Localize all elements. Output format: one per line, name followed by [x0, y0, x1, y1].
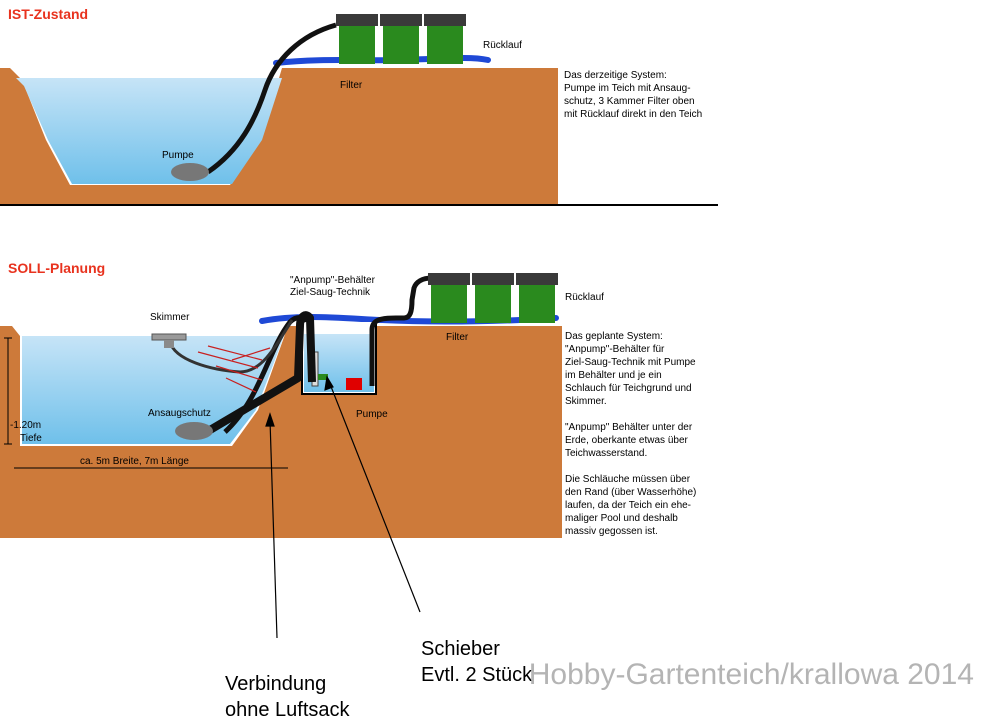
ist-description: Das derzeitige System: Pumpe im Teich mi…	[564, 70, 702, 120]
svg-text:Das geplante System:: Das geplante System:	[565, 331, 663, 342]
soll-ansaugschutz	[175, 422, 213, 440]
svg-text:"Anpump" Behälter unter der: "Anpump" Behälter unter der	[565, 422, 693, 433]
svg-text:Teichwasserstand.: Teichwasserstand.	[565, 448, 647, 459]
soll-pumpe-label: Pumpe	[356, 409, 388, 420]
soll-title: SOLL-Planung	[8, 260, 105, 276]
anpump-pump	[346, 378, 362, 390]
verbindung-line1: Verbindung	[225, 673, 326, 695]
soll-water	[22, 336, 284, 444]
soll-earth	[0, 326, 562, 538]
verbindung-line2: ohne Luftsack	[225, 699, 351, 721]
svg-text:schutz, 3 Kammer Filter oben: schutz, 3 Kammer Filter oben	[564, 96, 695, 107]
watermark: Hobby-Gartenteich/krallowa 2014	[529, 658, 974, 691]
annotation-arrows	[265, 375, 421, 639]
ist-filter-label: Filter	[340, 80, 363, 91]
svg-text:laufen, da der Teich ein ehe-: laufen, da der Teich ein ehe-	[565, 500, 691, 511]
svg-text:"Anpump"-Behälter für: "Anpump"-Behälter für	[565, 344, 665, 355]
soll-filter	[428, 273, 558, 323]
svg-text:Erde, oberkante etwas über: Erde, oberkante etwas über	[565, 435, 689, 446]
anpump-label-line1: "Anpump"-Behälter	[290, 275, 376, 286]
svg-text:Die Schläuche müssen über: Die Schläuche müssen über	[565, 474, 691, 485]
soll-description: Das geplante System: "Anpump"-Behälter f…	[565, 331, 696, 537]
soll-riser-hose	[369, 275, 433, 386]
ist-pump	[171, 163, 209, 181]
depth-marker	[4, 337, 12, 445]
soll-scene	[0, 273, 562, 538]
svg-text:den Rand (über Wasserhöhe): den Rand (über Wasserhöhe)	[565, 487, 696, 498]
width-label: ca. 5m Breite, 7m Länge	[80, 456, 189, 467]
soll-red-branches	[197, 345, 271, 393]
svg-text:Pumpe im Teich mit Ansaug-: Pumpe im Teich mit Ansaug-	[564, 83, 691, 94]
ist-earth	[0, 68, 558, 205]
svg-text:Das derzeitige System:: Das derzeitige System:	[564, 70, 667, 81]
svg-text:im Behälter und je ein: im Behälter und je ein	[565, 370, 662, 381]
svg-text:mit Rücklauf direkt in den Tei: mit Rücklauf direkt in den Teich	[564, 109, 702, 120]
schieber-line2: Evtl. 2 Stück	[421, 664, 533, 686]
ansaugschutz-label: Ansaugschutz	[148, 408, 211, 419]
skimmer	[151, 333, 187, 348]
ist-water	[16, 78, 282, 184]
svg-text:Schlauch für Teichgrund und: Schlauch für Teichgrund und	[565, 383, 692, 394]
ist-pumpe-label: Pumpe	[162, 150, 194, 161]
ist-ruecklauf-label: Rücklauf	[483, 40, 522, 51]
svg-text:maliger Pool und deshalb: maliger Pool und deshalb	[565, 513, 678, 524]
anpump-label-line2: Ziel-Saug-Technik	[290, 287, 371, 298]
svg-text:Ziel-Saug-Technik mit Pumpe: Ziel-Saug-Technik mit Pumpe	[565, 357, 696, 368]
ist-suction-hose	[206, 22, 337, 175]
ist-title: IST-Zustand	[8, 6, 88, 22]
ist-filter	[336, 14, 466, 64]
depth-label-line1: -1.20m	[10, 420, 41, 431]
soll-filter-label: Filter	[446, 332, 469, 343]
schieber-line1: Schieber	[421, 638, 500, 660]
soll-skimmer-hose	[168, 319, 294, 374]
depth-label-line2: Tiefe	[20, 433, 42, 444]
soll-ruecklauf-label: Rücklauf	[565, 292, 604, 303]
skimmer-label: Skimmer	[150, 312, 190, 323]
ist-scene	[0, 14, 558, 205]
svg-text:massiv gegossen ist.: massiv gegossen ist.	[565, 526, 658, 537]
svg-text:Skimmer.: Skimmer.	[565, 396, 607, 407]
